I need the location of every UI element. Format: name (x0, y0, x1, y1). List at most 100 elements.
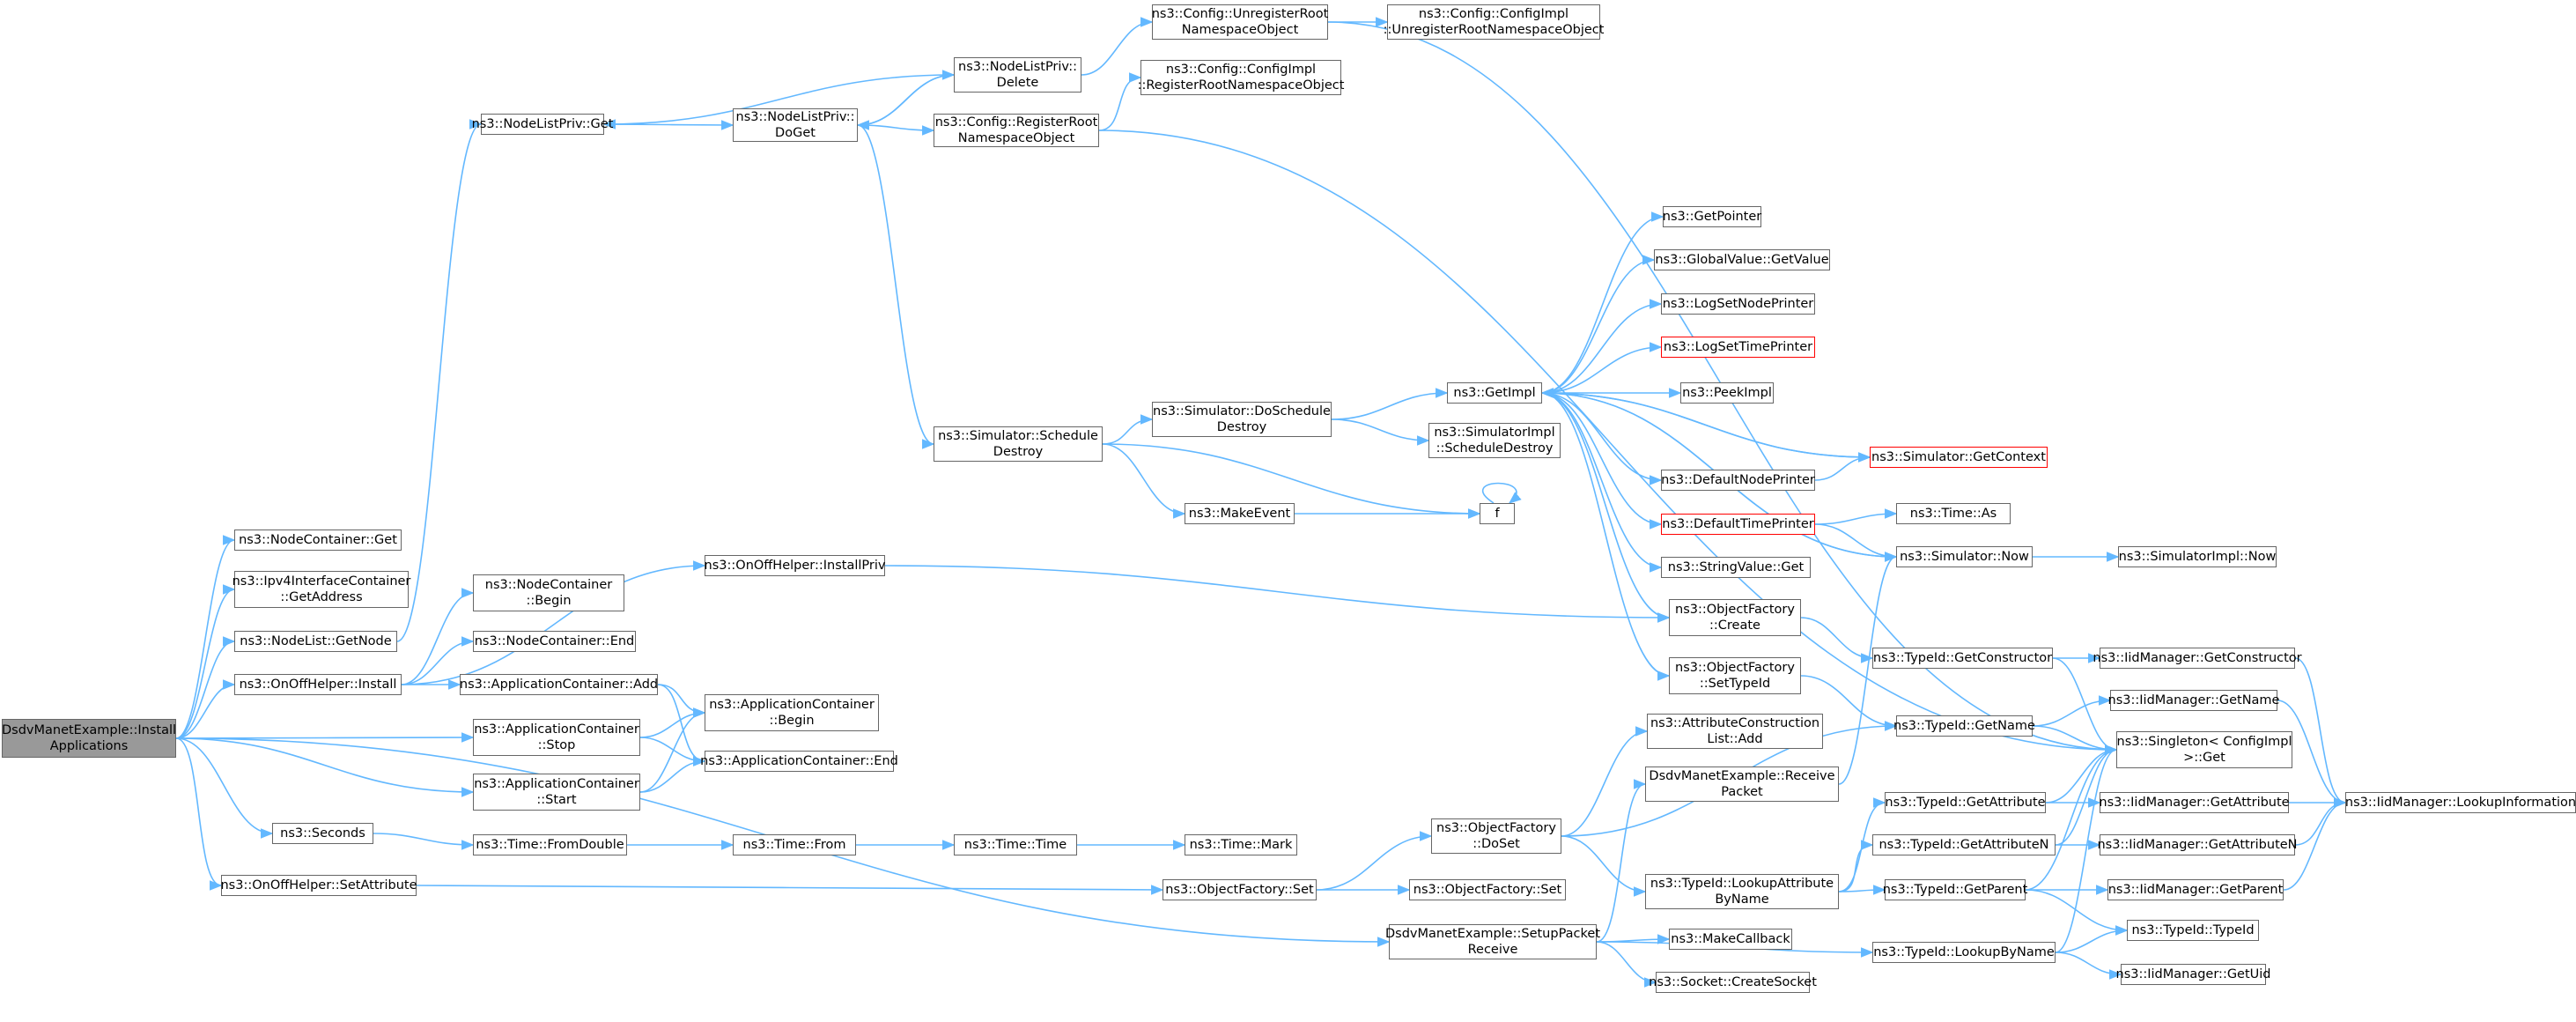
node-onoff-setattr[interactable]: ns3::OnOffHelper::SetAttribute (220, 875, 417, 896)
node-nodelist-getnode[interactable]: ns3::NodeList::GetNode (234, 631, 397, 652)
node-getimpl[interactable]: ns3::GetImpl (1447, 382, 1542, 404)
node-nlp-get[interactable]: ns3::NodeListPriv::Get (472, 114, 613, 135)
node-seconds[interactable]: ns3::Seconds (272, 823, 373, 844)
edge-getimpl-to-globalvalue-getvalue (1541, 255, 1656, 394)
node-nlp-doget[interactable]: ns3::NodeListPriv::DoGet (733, 108, 858, 142)
node-label-line: ns3::OnOffHelper::SetAttribute (220, 878, 417, 892)
node-ac-end[interactable]: ns3::ApplicationContainer::End (700, 751, 898, 772)
node-cfgimpl-unregister[interactable]: ns3::Config::ConfigImpl::UnregisterRootN… (1384, 4, 1604, 40)
edge-sim-doschedule-destroy-to-simimpl-schedule-destroy (1331, 418, 1430, 446)
node-globalvalue-getvalue[interactable]: ns3::GlobalValue::GetValue (1654, 249, 1830, 270)
node-label-line: ns3::Config::ConfigImpl (1165, 63, 1317, 77)
node-typeid-getattributen[interactable]: ns3::TypeId::GetAttributeN (1872, 834, 2056, 855)
node-label-line: >::Get (2183, 751, 2225, 765)
node-logsetnodeprinter[interactable]: ns3::LogSetNodePrinter (1661, 293, 1815, 315)
node-time-as[interactable]: ns3::Time::As (1896, 503, 2011, 524)
node-label-line: ns3::TypeId::LookupAttribute (1650, 877, 1834, 891)
node-label-line: Destroy (1216, 420, 1267, 434)
node-label-line: ::Begin (769, 714, 815, 728)
node-f[interactable]: f (1480, 503, 1515, 524)
edge-nlp-doget-to-cfg-register (857, 124, 935, 136)
node-ac-stop[interactable]: ns3::ApplicationContainer::Stop (473, 719, 640, 756)
edge-sim-schedule-destroy-to-f (1102, 443, 1481, 519)
node-logsettimeprinter[interactable]: ns3::LogSetTimePrinter (1661, 337, 1815, 358)
node-label-line: List::Add (1707, 732, 1763, 746)
node-time-time[interactable]: ns3::Time::Time (954, 834, 1077, 855)
node-label-line: ns3::IidManager::GetParent (2107, 883, 2284, 897)
node-singleton-get[interactable]: ns3::Singleton< ConfigImpl >::Get (2116, 731, 2292, 768)
node-cfgimpl-register[interactable]: ns3::Config::ConfigImpl::RegisterRootNam… (1138, 60, 1344, 95)
node-ac-begin[interactable]: ns3::ApplicationContainer::Begin (705, 694, 879, 731)
node-typeid-getattribute[interactable]: ns3::TypeId::GetAttribute (1885, 792, 2046, 813)
node-label-line: ns3::ObjectFactory::Set (1413, 883, 1562, 897)
node-make-event[interactable]: ns3::MakeEvent (1185, 503, 1295, 524)
node-ac-start[interactable]: ns3::ApplicationContainer::Start (473, 774, 640, 811)
node-sim-now[interactable]: ns3::Simulator::Now (1896, 546, 2033, 567)
node-typeid-getparent[interactable]: ns3::TypeId::GetParent (1883, 879, 2027, 900)
node-label-line: ns3::DefaultNodePrinter (1661, 473, 1815, 487)
node-label-line: ::SetTypeId (1699, 677, 1771, 691)
node-onoff-install[interactable]: ns3::OnOffHelper::Install (234, 674, 402, 695)
node-simimpl-schedule-destroy[interactable]: ns3::SimulatorImpl::ScheduleDestroy (1428, 423, 1561, 458)
node-stringvalue-get[interactable]: ns3::StringValue::Get (1661, 557, 1811, 578)
node-iid-getparent[interactable]: ns3::IidManager::GetParent (2107, 879, 2284, 900)
node-iid-getattributen[interactable]: ns3::IidManager::GetAttributeN (2097, 834, 2298, 855)
node-sim-getcontext[interactable]: ns3::Simulator::GetContext (1870, 447, 2048, 468)
node-defaulttimeprinter[interactable]: ns3::DefaultTimePrinter (1661, 514, 1815, 535)
node-iid-getconstructor[interactable]: ns3::IidManager::GetConstructor (2093, 648, 2302, 669)
node-nlp-delete[interactable]: ns3::NodeListPriv::Delete (954, 57, 1081, 93)
node-typeid-lookupbyname[interactable]: ns3::TypeId::LookupByName (1872, 942, 2056, 963)
node-time-mark[interactable]: ns3::Time::Mark (1185, 834, 1297, 855)
node-simimpl-now[interactable]: ns3::SimulatorImpl::Now (2118, 546, 2277, 567)
node-nc-begin[interactable]: ns3::NodeContainer::Begin (473, 574, 624, 611)
node-objfactory-set2[interactable]: ns3::ObjectFactory::Set (1409, 879, 1566, 900)
node-typeid-getconstructor[interactable]: ns3::TypeId::GetConstructor (1872, 648, 2053, 669)
node-get-pointer[interactable]: ns3::GetPointer (1663, 206, 1761, 227)
node-make-callback[interactable]: ns3::MakeCallback (1669, 929, 1792, 950)
edge-nlp-delete-to-cfg-unregister (1081, 17, 1154, 76)
edge-receive-packet-to-sim-now (1838, 552, 1898, 785)
node-ac-add[interactable]: ns3::ApplicationContainer::Add (460, 674, 658, 695)
node-typeid-getname[interactable]: ns3::TypeId::GetName (1893, 715, 2035, 737)
edge-onoff-installpriv-to-objfactory-create (884, 565, 1671, 623)
node-objfactory-settypeid[interactable]: ns3::ObjectFactory::SetTypeId (1669, 657, 1801, 694)
node-typeid-typeid[interactable]: ns3::TypeId::TypeId (2127, 920, 2259, 941)
node-time-fromdouble[interactable]: ns3::Time::FromDouble (473, 834, 627, 855)
node-onoff-installpriv[interactable]: ns3::OnOffHelper::InstallPriv (705, 555, 885, 576)
node-label-line: ns3::NodeListPriv:: (958, 60, 1077, 74)
node-objfactory-doset[interactable]: ns3::ObjectFactory::DoSet (1431, 818, 1561, 854)
edge-root-to-nc-get (175, 535, 236, 739)
node-iid-lookupinformation[interactable]: ns3::IidManager::LookupInformation (2345, 792, 2576, 813)
node-ipv4-getaddr[interactable]: ns3::Ipv4InterfaceContainer::GetAddress (233, 571, 410, 608)
edge-iid-getparent-to-iid-lookupinformation (2283, 797, 2347, 891)
node-label-line: ns3::ApplicationContainer::End (700, 754, 898, 768)
node-label-line: ::Start (536, 793, 577, 807)
edge-getimpl-to-objfactory-settypeid (1541, 392, 1671, 681)
edge-nlp-delete-to-nlp-doget (856, 74, 955, 130)
node-label-line: ns3::Simulator::Now (1900, 550, 2029, 564)
node-label-line: Receive (1467, 943, 1518, 957)
edge-sim-doschedule-destroy-to-getimpl (1331, 388, 1449, 420)
node-defaultnodeprinter[interactable]: ns3::DefaultNodePrinter (1661, 470, 1815, 491)
node-peekimpl[interactable]: ns3::PeekImpl (1680, 382, 1774, 404)
node-objfactory-create[interactable]: ns3::ObjectFactory::Create (1669, 599, 1801, 636)
edge-getimpl-to-get-pointer (1541, 211, 1664, 394)
node-iid-getuid[interactable]: ns3::IidManager::GetUid (2116, 964, 2271, 985)
node-time-from[interactable]: ns3::Time::From (733, 834, 856, 855)
node-socket-create[interactable]: ns3::Socket::CreateSocket (1649, 972, 1817, 993)
node-objfactory-set[interactable]: ns3::ObjectFactory::Set (1163, 879, 1317, 900)
node-iid-getname[interactable]: ns3::IidManager::GetName (2108, 690, 2279, 711)
node-nc-get[interactable]: ns3::NodeContainer::Get (234, 530, 402, 551)
node-nc-end[interactable]: ns3::NodeContainer::End (473, 631, 636, 652)
node-iid-getattribute[interactable]: ns3::IidManager::GetAttribute (2099, 792, 2290, 813)
node-label-line: ns3::NodeList::GetNode (240, 634, 392, 648)
